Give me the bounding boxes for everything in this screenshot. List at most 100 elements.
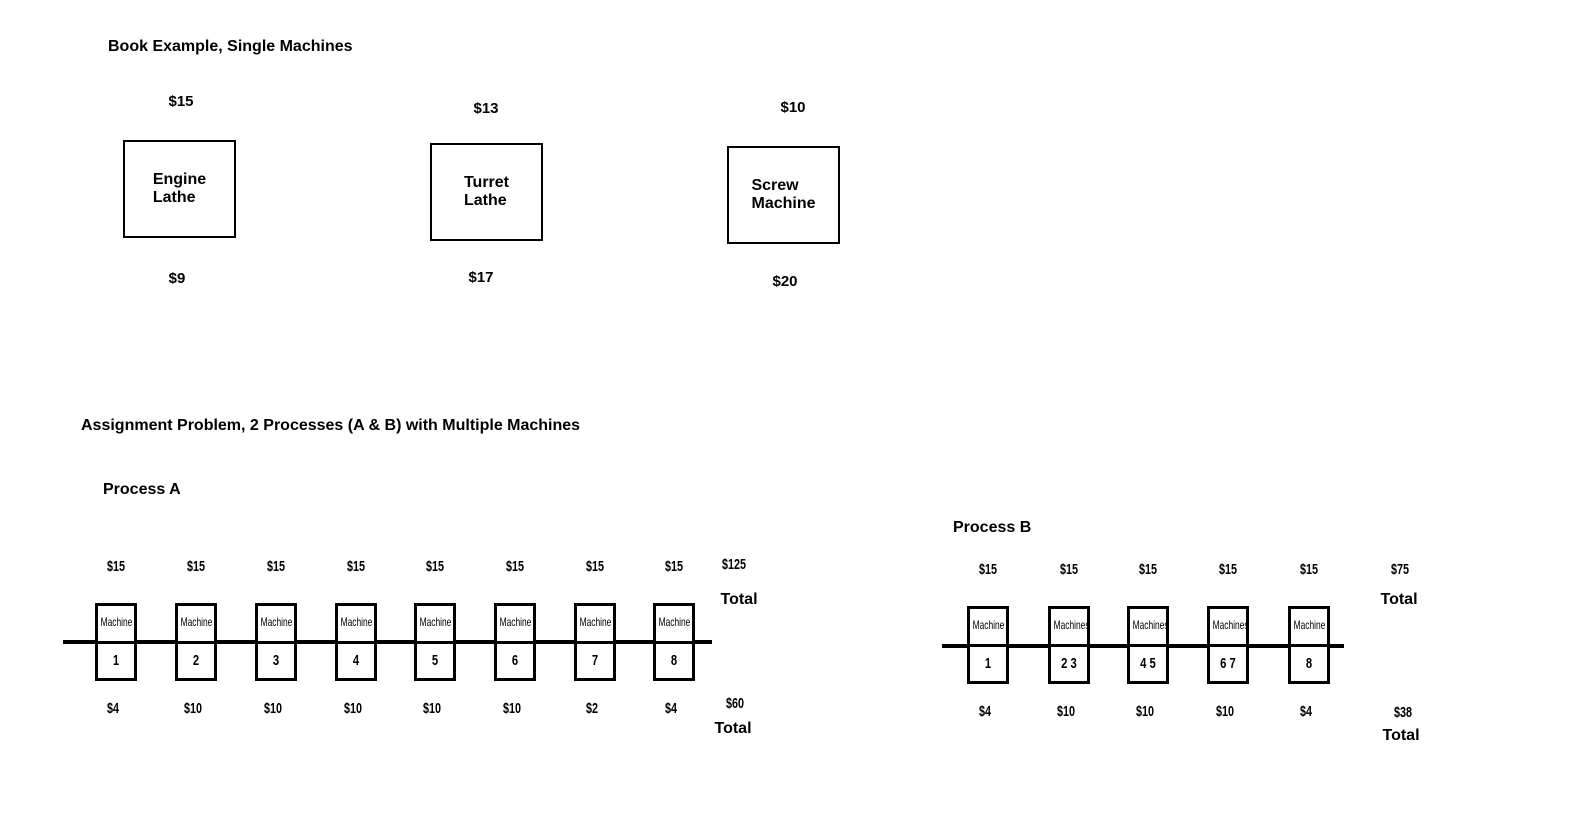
process-a-bottom-total-label: Total bbox=[714, 720, 752, 737]
processB-machine-box-4: Machines 6 7 bbox=[1207, 606, 1249, 684]
processA-station-8-top-price: $15 bbox=[664, 558, 684, 575]
processB-machine-box-5: Machine 8 bbox=[1288, 606, 1330, 684]
machine-box-divider bbox=[258, 641, 294, 644]
machine-label: Machine bbox=[260, 615, 293, 629]
machine-box-divider bbox=[417, 641, 453, 644]
process-b-top-total: $75 bbox=[1390, 561, 1410, 578]
processA-machine-box-5: Machine 5 bbox=[414, 603, 456, 681]
engine-lathe-bottom-price: $9 bbox=[168, 270, 186, 287]
process-a-top-total: $125 bbox=[721, 556, 747, 573]
machine-label: Machine bbox=[419, 615, 452, 629]
process-b-top-total-label: Total bbox=[1380, 591, 1418, 608]
processA-machine-box-7: Machine 7 bbox=[574, 603, 616, 681]
single-machines-title: Book Example, Single Machines bbox=[108, 38, 353, 55]
screw-machine-label: Screw Machine bbox=[751, 177, 816, 212]
processA-station-6-bottom-price: $10 bbox=[502, 700, 522, 717]
processA-station-3-bottom-price: $10 bbox=[263, 700, 283, 717]
processA-station-4-top-price: $15 bbox=[346, 558, 366, 575]
processB-station-2-top-price: $15 bbox=[1059, 561, 1079, 578]
processA-station-8-bottom-price: $4 bbox=[664, 700, 678, 717]
assignment-problem-title: Assignment Problem, 2 Processes (A & B) … bbox=[81, 417, 581, 434]
processA-machine-box-6: Machine 6 bbox=[494, 603, 536, 681]
processB-machine-box-1: Machine 1 bbox=[967, 606, 1009, 684]
processB-station-2-bottom-price: $10 bbox=[1056, 703, 1076, 720]
machine-label: Machines bbox=[1132, 618, 1169, 632]
processA-station-7-top-price: $15 bbox=[585, 558, 605, 575]
machine-label: Machine bbox=[499, 615, 532, 629]
machine-number: 7 bbox=[591, 652, 599, 669]
processB-machine-box-2: Machines 2 3 bbox=[1048, 606, 1090, 684]
engine-lathe-label: Engine Lathe bbox=[152, 171, 207, 206]
machine-box-divider bbox=[178, 641, 214, 644]
machine-number: 2 bbox=[192, 652, 200, 669]
processA-station-4-bottom-price: $10 bbox=[343, 700, 363, 717]
processB-station-5-bottom-price: $4 bbox=[1299, 703, 1313, 720]
processA-station-1-bottom-price: $4 bbox=[106, 700, 120, 717]
machine-label: Machines bbox=[1212, 618, 1249, 632]
process-b-bottom-total-label: Total bbox=[1382, 727, 1420, 744]
processA-machine-box-4: Machine 4 bbox=[335, 603, 377, 681]
machine-number: 5 bbox=[431, 652, 439, 669]
machine-box-divider bbox=[577, 641, 613, 644]
machine-label: Machine bbox=[1293, 618, 1326, 632]
process-a-title: Process A bbox=[103, 481, 181, 498]
machine-label: Machine bbox=[658, 615, 691, 629]
machine-number: 4 5 bbox=[1140, 655, 1156, 672]
processB-station-5-top-price: $15 bbox=[1299, 561, 1319, 578]
processB-machine-box-3: Machines 4 5 bbox=[1127, 606, 1169, 684]
turret-lathe-bottom-price: $17 bbox=[468, 269, 494, 286]
screw-machine-bottom-price: $20 bbox=[772, 273, 798, 290]
processA-station-2-bottom-price: $10 bbox=[183, 700, 203, 717]
processA-station-3-top-price: $15 bbox=[266, 558, 286, 575]
machine-number: 6 7 bbox=[1220, 655, 1236, 672]
machine-label: Machine bbox=[579, 615, 612, 629]
processA-station-5-bottom-price: $10 bbox=[422, 700, 442, 717]
machine-box-divider bbox=[1051, 644, 1087, 647]
machine-number: 8 bbox=[1305, 655, 1313, 672]
machine-box-divider bbox=[1130, 644, 1166, 647]
processA-machine-box-2: Machine 2 bbox=[175, 603, 217, 681]
machine-label: Machine bbox=[340, 615, 373, 629]
machine-number: 1 bbox=[984, 655, 992, 672]
process-b-title: Process B bbox=[953, 519, 1032, 536]
machine-number: 2 3 bbox=[1061, 655, 1077, 672]
engine-lathe-box: Engine Lathe bbox=[123, 140, 236, 238]
processA-station-1-top-price: $15 bbox=[106, 558, 126, 575]
machine-box-divider bbox=[1210, 644, 1246, 647]
processB-station-1-bottom-price: $4 bbox=[978, 703, 992, 720]
processA-station-7-bottom-price: $2 bbox=[585, 700, 599, 717]
processA-machine-box-8: Machine 8 bbox=[653, 603, 695, 681]
process-b-bottom-total: $38 bbox=[1393, 704, 1413, 721]
engine-lathe-top-price: $15 bbox=[168, 93, 194, 110]
machine-label: Machines bbox=[1053, 618, 1090, 632]
processB-station-3-top-price: $15 bbox=[1138, 561, 1158, 578]
machine-label: Machine bbox=[972, 618, 1005, 632]
processB-station-4-top-price: $15 bbox=[1218, 561, 1238, 578]
machine-label: Machine bbox=[180, 615, 213, 629]
machine-box-divider bbox=[338, 641, 374, 644]
machine-number: 3 bbox=[272, 652, 280, 669]
processA-station-5-top-price: $15 bbox=[425, 558, 445, 575]
process-a-flow-line bbox=[63, 640, 712, 644]
turret-lathe-box: Turret Lathe bbox=[430, 143, 543, 241]
machine-label: Machine bbox=[100, 615, 133, 629]
machine-box-divider bbox=[1291, 644, 1327, 647]
process-a-top-total-label: Total bbox=[720, 591, 758, 608]
processA-station-6-top-price: $15 bbox=[505, 558, 525, 575]
processA-machine-box-3: Machine 3 bbox=[255, 603, 297, 681]
processA-machine-box-1: Machine 1 bbox=[95, 603, 137, 681]
machine-box-divider bbox=[497, 641, 533, 644]
machine-number: 6 bbox=[511, 652, 519, 669]
machine-box-divider bbox=[98, 641, 134, 644]
process-a-bottom-total: $60 bbox=[725, 695, 745, 712]
screw-machine-top-price: $10 bbox=[780, 99, 806, 116]
machine-number: 8 bbox=[670, 652, 678, 669]
machine-number: 1 bbox=[112, 652, 120, 669]
machine-box-divider bbox=[656, 641, 692, 644]
processB-station-1-top-price: $15 bbox=[978, 561, 998, 578]
screw-machine-box: Screw Machine bbox=[727, 146, 840, 244]
machine-number: 4 bbox=[352, 652, 360, 669]
turret-lathe-top-price: $13 bbox=[473, 100, 499, 117]
processB-station-3-bottom-price: $10 bbox=[1135, 703, 1155, 720]
processB-station-4-bottom-price: $10 bbox=[1215, 703, 1235, 720]
